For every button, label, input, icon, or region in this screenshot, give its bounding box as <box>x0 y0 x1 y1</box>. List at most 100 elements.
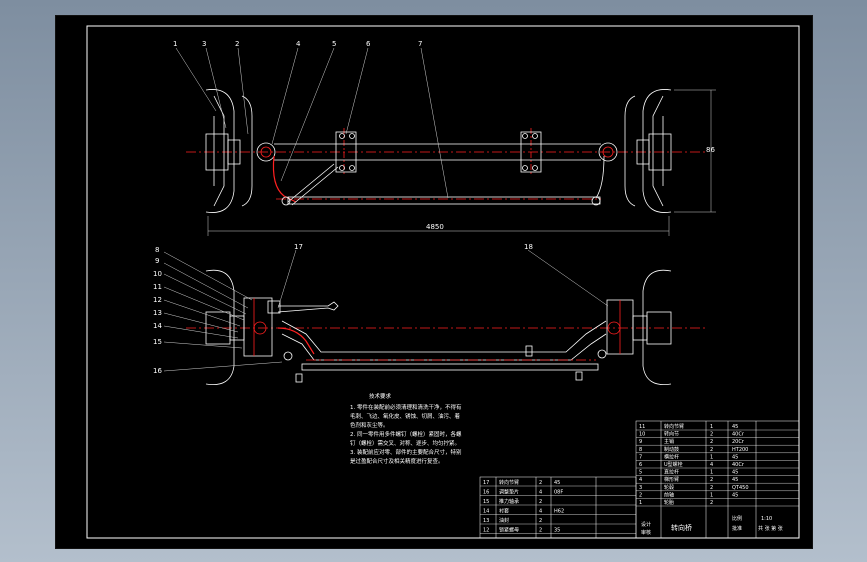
table-cell-name: 衬套 <box>499 508 509 515</box>
table-cell-mat: 08F <box>554 490 563 496</box>
drag-link <box>287 163 335 203</box>
table-cell-no: 11 <box>639 424 645 430</box>
checker-cell: 审核 <box>641 529 651 536</box>
tie-rod-end-left <box>281 196 291 206</box>
table-cell-qty: 2 <box>710 500 713 506</box>
table-cell-no: 10 <box>639 432 645 438</box>
table-cell-qty: 2 <box>539 499 542 505</box>
table-cell-no: 14 <box>483 509 489 515</box>
right-wheel-front <box>606 269 672 385</box>
front-leaders <box>163 249 609 372</box>
right-wheel-top <box>598 89 672 213</box>
callout-10: 10 <box>153 270 162 278</box>
callout-11: 11 <box>153 283 162 291</box>
steering-arm-right <box>595 155 605 199</box>
table-cell-no: 5 <box>639 470 642 476</box>
axle-beam-lower <box>281 333 607 361</box>
table-cell-qty: 4 <box>539 509 542 515</box>
callout-12: 12 <box>153 296 162 304</box>
table-cell-name: 制动鼓 <box>664 446 679 453</box>
callout-18: 18 <box>524 243 533 251</box>
table-cell-no: 1 <box>639 500 642 506</box>
table-cell-no: 17 <box>483 480 489 486</box>
designer-cell: 设计 <box>641 521 651 528</box>
notes-line-3: 色剂和灰尘等。 <box>350 421 389 429</box>
table-cell-qty: 2 <box>539 518 542 524</box>
table-cell-no: 15 <box>483 499 489 505</box>
callout-2: 2 <box>235 40 239 48</box>
callout-8: 8 <box>155 246 159 254</box>
notes-line-6: 3. 装配前应对零、部件的主要配合尺寸，特别 <box>350 448 462 456</box>
table-cell-mat: H62 <box>554 509 564 515</box>
table-cell-mat: 45 <box>732 424 738 430</box>
axle-beam-upper <box>281 320 607 353</box>
tie-rod-end-right <box>591 196 601 206</box>
callout-6: 6 <box>366 40 371 48</box>
table-cell-name: 转向节臂 <box>499 479 519 486</box>
table-cell-mat: 45 <box>732 492 738 498</box>
callout-13: 13 <box>153 309 162 317</box>
drag-link-edge <box>291 166 339 206</box>
table-cell-qty: 2 <box>539 480 542 486</box>
callout-15: 15 <box>153 338 162 346</box>
table-cell-no: 13 <box>483 518 489 524</box>
callout-17: 17 <box>294 243 303 251</box>
table-cell-qty: 2 <box>710 447 713 453</box>
sheet-cell: 共 张 第 张 <box>758 525 783 532</box>
table-cell-mat: HT200 <box>732 447 748 453</box>
table-cell-no: 8 <box>639 447 642 453</box>
table-cell-name: 转向节臂 <box>664 423 684 430</box>
table-cell-name: 直拉杆 <box>664 469 679 476</box>
table-cell-no: 7 <box>639 454 642 460</box>
table-cell-qty: 1 <box>710 454 713 460</box>
table-cell-qty: 4 <box>710 462 713 468</box>
table-cell-qty: 2 <box>710 485 713 491</box>
table-cell-name: 主销 <box>664 438 674 445</box>
drawing-title: 转向桥 <box>671 523 692 532</box>
front-axle-beam-top <box>274 131 601 173</box>
table-cell-name: 梯形臂 <box>664 476 679 483</box>
table-cell-name: 调整垫片 <box>499 489 519 496</box>
scale-value: 1:10 <box>761 516 772 522</box>
callout-5: 5 <box>332 40 336 48</box>
table-cell-no: 9 <box>639 439 642 445</box>
table-cell-no: 16 <box>483 490 489 496</box>
tie-rod <box>287 196 601 205</box>
table-cell-name: 轮毂 <box>664 484 674 491</box>
notes-line-1: 1. 零件在装配前必须清理和清洗干净，不得有 <box>350 403 462 411</box>
callout-4: 4 <box>296 40 301 48</box>
table-cell-name: 转向节 <box>664 431 679 438</box>
left-wheel-front <box>205 269 339 385</box>
table-cell-mat: 20Cr <box>732 439 745 445</box>
table-cell-qty: 1 <box>710 424 713 430</box>
table-cell-no: 12 <box>483 528 489 534</box>
table-cell-name: 推力轴承 <box>499 498 519 505</box>
table-cell-mat: 45 <box>732 454 738 460</box>
callout-9: 9 <box>155 257 159 265</box>
scale-label: 比例 <box>732 515 742 522</box>
table-cell-mat: 40Cr <box>732 432 745 438</box>
table-cell-qty: 2 <box>539 528 542 534</box>
table-cell-no: 2 <box>639 492 642 498</box>
table-cell-name: 油封 <box>499 517 509 524</box>
front-steering-arm <box>277 327 315 355</box>
left-wheel-top <box>205 89 276 213</box>
table-cell-qty: 1 <box>710 492 713 498</box>
front-view <box>163 249 706 385</box>
table-cell-qty: 2 <box>710 439 713 445</box>
top-leaders <box>175 47 449 199</box>
callout-14: 14 <box>153 322 162 330</box>
table-cell-name: 横拉杆 <box>664 453 679 460</box>
table-cell-name: U型螺栓 <box>664 461 683 468</box>
callout-1: 1 <box>173 40 177 48</box>
callout-3: 3 <box>202 40 206 48</box>
drawing-sheet: 1 3 2 4 5 6 7 4850 86 <box>55 15 813 549</box>
width-dimension: 4850 <box>426 223 444 231</box>
steering-arm-left <box>272 155 297 203</box>
callout-7: 7 <box>418 40 422 48</box>
table-cell-no: 4 <box>639 477 642 483</box>
approver-cell: 批准 <box>732 525 742 532</box>
height-dimension: 86 <box>706 146 715 154</box>
